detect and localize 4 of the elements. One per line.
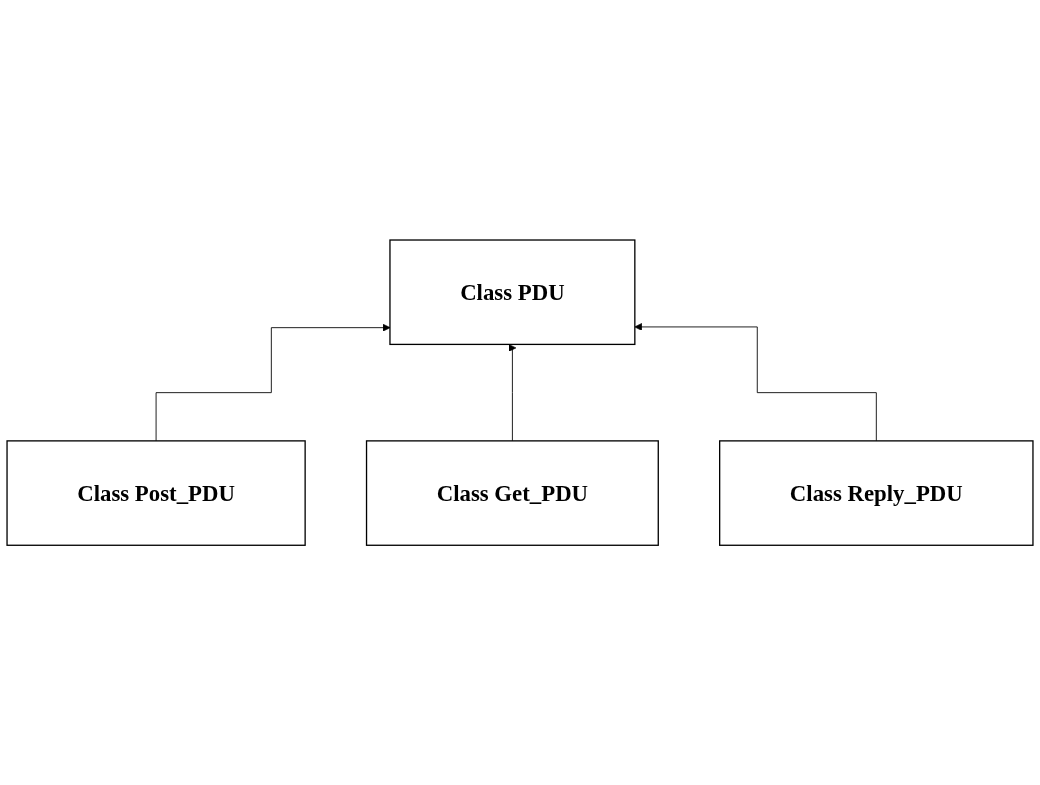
node-box: Class Reply_PDU (719, 440, 1034, 546)
node-box: Class PDU (389, 239, 636, 345)
node-box: Class Post_PDU (6, 440, 306, 546)
node-box: Class Get_PDU (365, 440, 659, 546)
